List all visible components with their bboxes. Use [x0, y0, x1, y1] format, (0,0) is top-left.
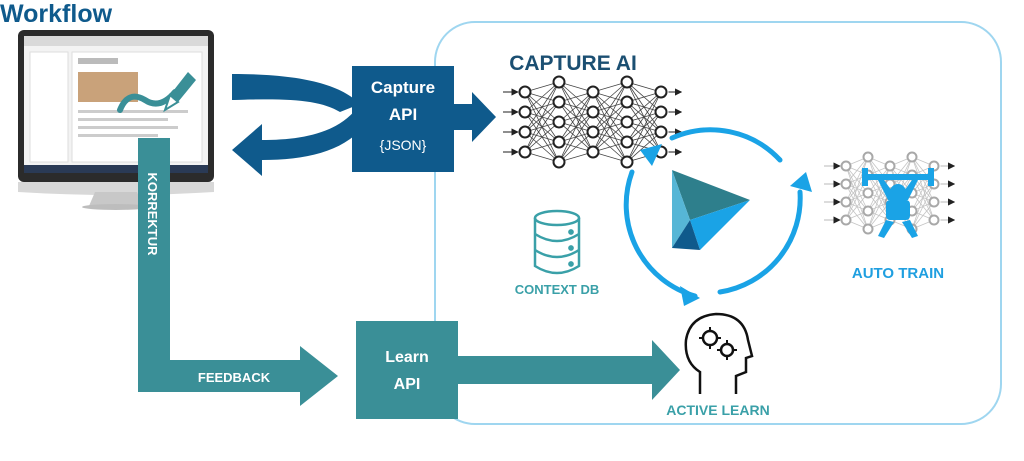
network-edge: [867, 165, 891, 212]
korrektur-label: KORREKTUR: [145, 172, 160, 256]
network-node: [586, 85, 600, 99]
learn-api-box: [356, 321, 458, 419]
weightlifter-icon: [862, 168, 934, 238]
gear-teeth: [699, 327, 737, 360]
database-icon: [533, 209, 581, 275]
capture-api-box: [352, 66, 454, 172]
network-node: [654, 125, 668, 139]
network-node: [928, 214, 940, 226]
network-edge: [845, 192, 869, 221]
network-edge: [558, 131, 594, 163]
context-db-label: CONTEXT DB: [515, 282, 600, 297]
network-edge: [524, 81, 560, 133]
network-edge: [592, 81, 628, 113]
network-node: [518, 105, 532, 119]
capture-ai-label: CAPTURE AI: [509, 52, 637, 75]
network-node: [552, 155, 566, 169]
play-logo-icon: [672, 170, 750, 250]
network-node: [552, 95, 566, 109]
cycle-arrowhead-2: [790, 172, 812, 192]
network-node: [906, 151, 918, 163]
network-edge: [626, 91, 662, 143]
network-edge: [626, 131, 662, 163]
network-edge: [592, 101, 628, 153]
network-edge: [524, 81, 560, 153]
learn-api-line1: Learn: [385, 349, 429, 366]
capture-api-line2: API: [389, 105, 417, 124]
cycle-arrowhead-3: [680, 286, 700, 306]
network-edge: [558, 91, 594, 143]
network-edge: [558, 111, 594, 163]
network-node: [840, 178, 852, 190]
network-edge: [524, 121, 560, 153]
learn-to-active-arrow: [458, 340, 680, 400]
pen-icon: [117, 72, 196, 113]
network-edge: [558, 91, 594, 123]
network-node: [862, 151, 874, 163]
active-learn-label: ACTIVE LEARN: [666, 402, 769, 418]
network-node: [840, 160, 852, 172]
network-node: [928, 196, 940, 208]
network-node: [518, 85, 532, 99]
network-node: [518, 125, 532, 139]
cycle-arrowhead-1: [640, 144, 662, 166]
network-node: [840, 196, 852, 208]
network-node: [620, 75, 634, 89]
head-gears-icon: [684, 312, 754, 394]
page-title: Workflow: [0, 0, 113, 28]
network-edge: [845, 156, 869, 221]
network-node: [862, 223, 874, 235]
network-node: [620, 135, 634, 149]
learn-api-line2: API: [394, 376, 421, 393]
network-edge: [911, 183, 935, 230]
network-edge: [626, 91, 662, 123]
network-node: [620, 95, 634, 109]
network-edge: [558, 91, 594, 163]
network-node: [654, 85, 668, 99]
network-edge: [592, 81, 628, 153]
network-node: [620, 155, 634, 169]
capture-api-line1: Capture: [371, 78, 435, 97]
feedback-label: FEEDBACK: [198, 370, 271, 385]
network-node: [586, 145, 600, 159]
capture-ai-frame: [434, 21, 1002, 425]
network-node: [518, 145, 532, 159]
upload-arrow-body: [232, 74, 360, 112]
network-node: [620, 115, 634, 129]
capture-to-ai-arrow: [454, 92, 496, 142]
auto-train-label: AUTO TRAIN: [852, 265, 944, 282]
network-edge: [592, 81, 628, 133]
network-edge: [626, 111, 662, 163]
neural-network-icon: [503, 75, 683, 169]
network-edge: [524, 81, 560, 113]
network-node: [654, 105, 668, 119]
network-node: [552, 135, 566, 149]
cycle-arrows-icon: [623, 127, 803, 299]
network-edge: [911, 201, 935, 230]
network-node: [884, 160, 896, 172]
network-edge: [592, 121, 628, 153]
return-arrow: [232, 104, 370, 176]
feedback-arrow: [138, 138, 338, 406]
network-node: [586, 105, 600, 119]
network-node: [862, 205, 874, 217]
network-node: [862, 187, 874, 199]
network-edge: [845, 156, 869, 185]
network-edge: [524, 101, 560, 153]
network-node: [586, 125, 600, 139]
network-node: [840, 214, 852, 226]
network-edge: [845, 156, 869, 203]
network-node: [552, 75, 566, 89]
capture-api-line3: {JSON}: [380, 137, 427, 153]
network-edge: [626, 91, 662, 163]
network-node: [552, 115, 566, 129]
monitor-icon: [18, 30, 214, 210]
